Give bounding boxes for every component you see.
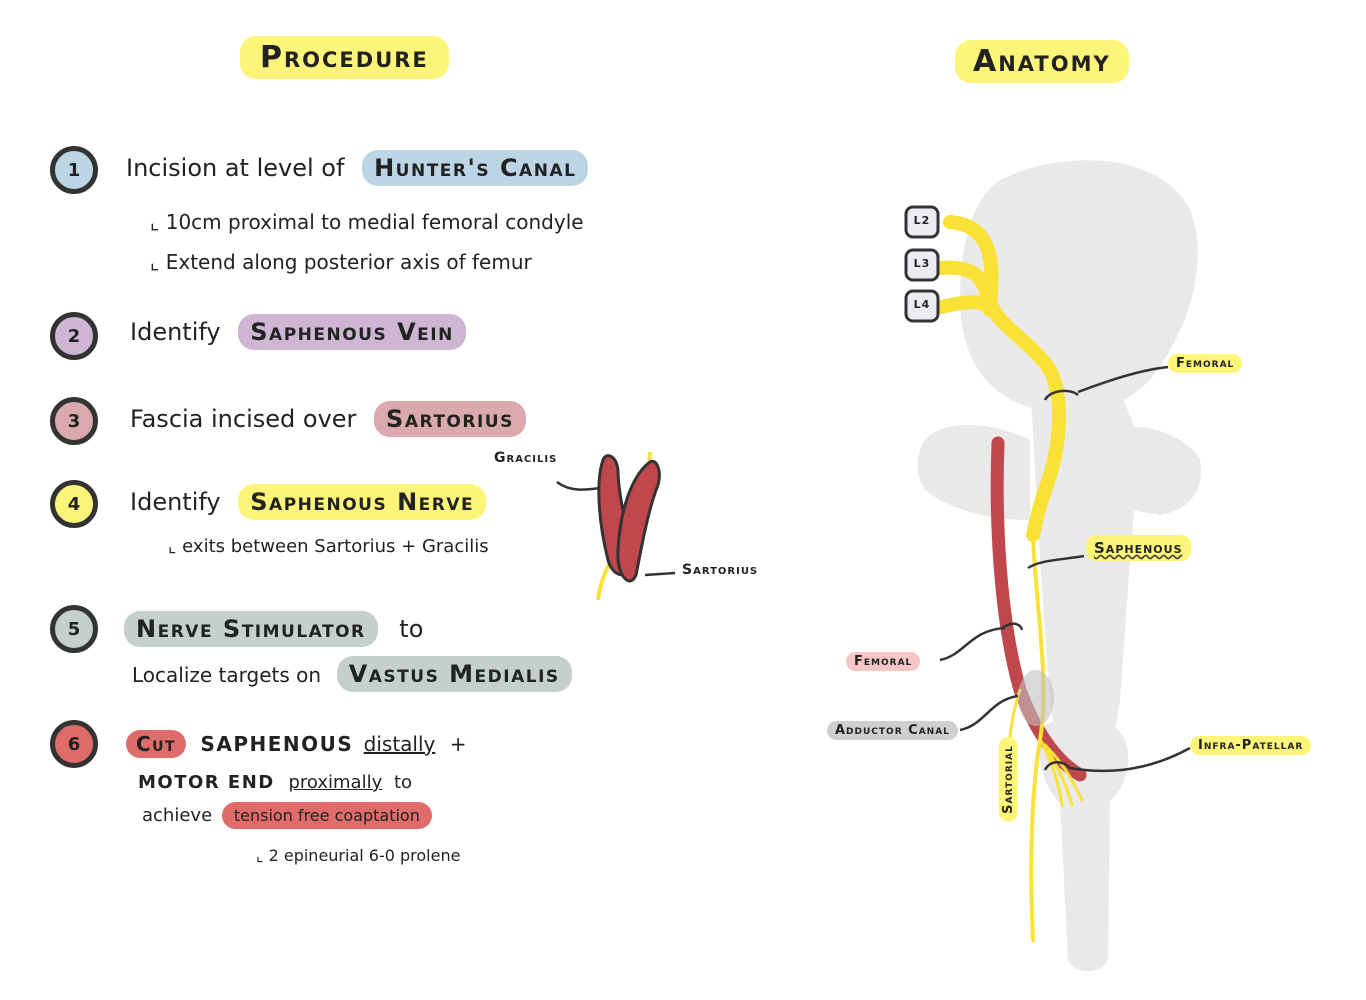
step-3-highlight: Sartorius (374, 401, 526, 437)
sartorius-muscle (616, 459, 661, 583)
step-2-number: 2 (50, 312, 98, 360)
root-l2: L2 (913, 214, 931, 227)
saphenous-nerve-mini (596, 451, 652, 601)
step-6-motor-end: MOTOR END (138, 772, 275, 793)
step-6-distally: distally (363, 732, 436, 756)
femoral-artery-label: Femoral (846, 652, 921, 671)
step-3-number: 3 (50, 397, 98, 445)
step-1-sub-2-text: Extend along posterior axis of femur (165, 250, 532, 274)
step-4-sub: ⌞ exits between Sartorius + Gracilis (168, 536, 489, 557)
gracilis-leader (556, 480, 601, 491)
step-1-text: Incision at level of Hunter's Canal (126, 150, 589, 186)
step-4-number: 4 (50, 480, 98, 528)
anatomy-heading: Anatomy (955, 40, 1129, 83)
step-6-highlight: Cut (126, 730, 187, 758)
step-4-highlight: Saphenous Nerve (238, 484, 487, 520)
sartorius-muscle-label: Sartorius (682, 562, 759, 578)
root-l4: L4 (913, 298, 931, 311)
step-6-line-2: MOTOR END proximally to (138, 772, 412, 793)
step-4-text: Identify Saphenous Nerve (130, 484, 487, 520)
step-6-sub-text: 2 epineurial 6-0 prolene (268, 846, 461, 865)
step-1-sub-2: ⌞ Extend along posterior axis of femur (150, 250, 532, 274)
step-6-line-3-highlight: tension free coaptation (221, 802, 432, 829)
step-6-to: to (393, 772, 413, 793)
step-4-sub-text: exits between Sartorius + Gracilis (182, 536, 489, 557)
step-6-saphenous: SAPHENOUS (200, 732, 354, 756)
step-3-pre: Fascia incised over (130, 405, 357, 433)
step-2-pre: Identify (130, 318, 221, 346)
step-6-sub: ⌞ 2 epineurial 6-0 prolene (256, 846, 461, 865)
step-5-line-2-highlight: Vastus Medialis (336, 656, 572, 692)
saphenous-nerve (1029, 533, 1046, 942)
step-5-line-2: Localize targets on Vastus Medialis (132, 656, 572, 692)
step-6-plus: + (449, 732, 467, 756)
step-1-pre: Incision at level of (126, 154, 345, 182)
step-2-highlight: Saphenous Vein (238, 314, 466, 350)
sartorial-label: Sartorial (998, 737, 1018, 822)
step-5-number: 5 (50, 605, 98, 653)
adductor-canal-zone (1018, 670, 1054, 726)
step-6-line-3: achieve tension free coaptation (142, 802, 432, 829)
step-2-text: Identify Saphenous Vein (130, 314, 466, 350)
gracilis-label: Gracilis (494, 450, 558, 466)
femoral-nerve (935, 215, 1084, 942)
step-3-text: Fascia incised over Sartorius (130, 401, 526, 437)
gracilis-muscle (597, 454, 631, 577)
step-1-highlight: Hunter's Canal (362, 150, 589, 186)
femoral-nerve-label: Femoral (1168, 354, 1243, 373)
step-1-number: 1 (50, 146, 98, 194)
procedure-heading: Procedure (240, 36, 449, 79)
femoral-artery (990, 436, 1087, 782)
infra-patellar-label: Infra-Patellar (1190, 736, 1312, 755)
sartorius-leader (644, 571, 676, 577)
step-6-line-1: Cut SAPHENOUS distally + (126, 730, 467, 758)
saphenous-label: Saphenous (1086, 535, 1191, 561)
step-6-number: 6 (50, 720, 98, 768)
bone-silhouette (917, 160, 1201, 972)
step-6-proximally: proximally (288, 772, 383, 793)
step-1-sub-1-text: 10cm proximal to medial femoral condyle (165, 210, 584, 234)
adductor-canal-label: Adductor Canal (827, 721, 958, 740)
anatomy-leaders (939, 365, 1191, 773)
step-5-line-1: Nerve Stimulator to (124, 611, 423, 647)
step-4-pre: Identify (130, 488, 221, 516)
step-5-highlight: Nerve Stimulator (124, 611, 378, 647)
root-l3: L3 (913, 257, 931, 270)
step-1-sub-1: ⌞ 10cm proximal to medial femoral condyl… (150, 210, 584, 234)
step-5-post: to (399, 615, 424, 643)
step-5-line-2-pre: Localize targets on (132, 663, 322, 687)
step-6-achieve: achieve (142, 805, 213, 826)
